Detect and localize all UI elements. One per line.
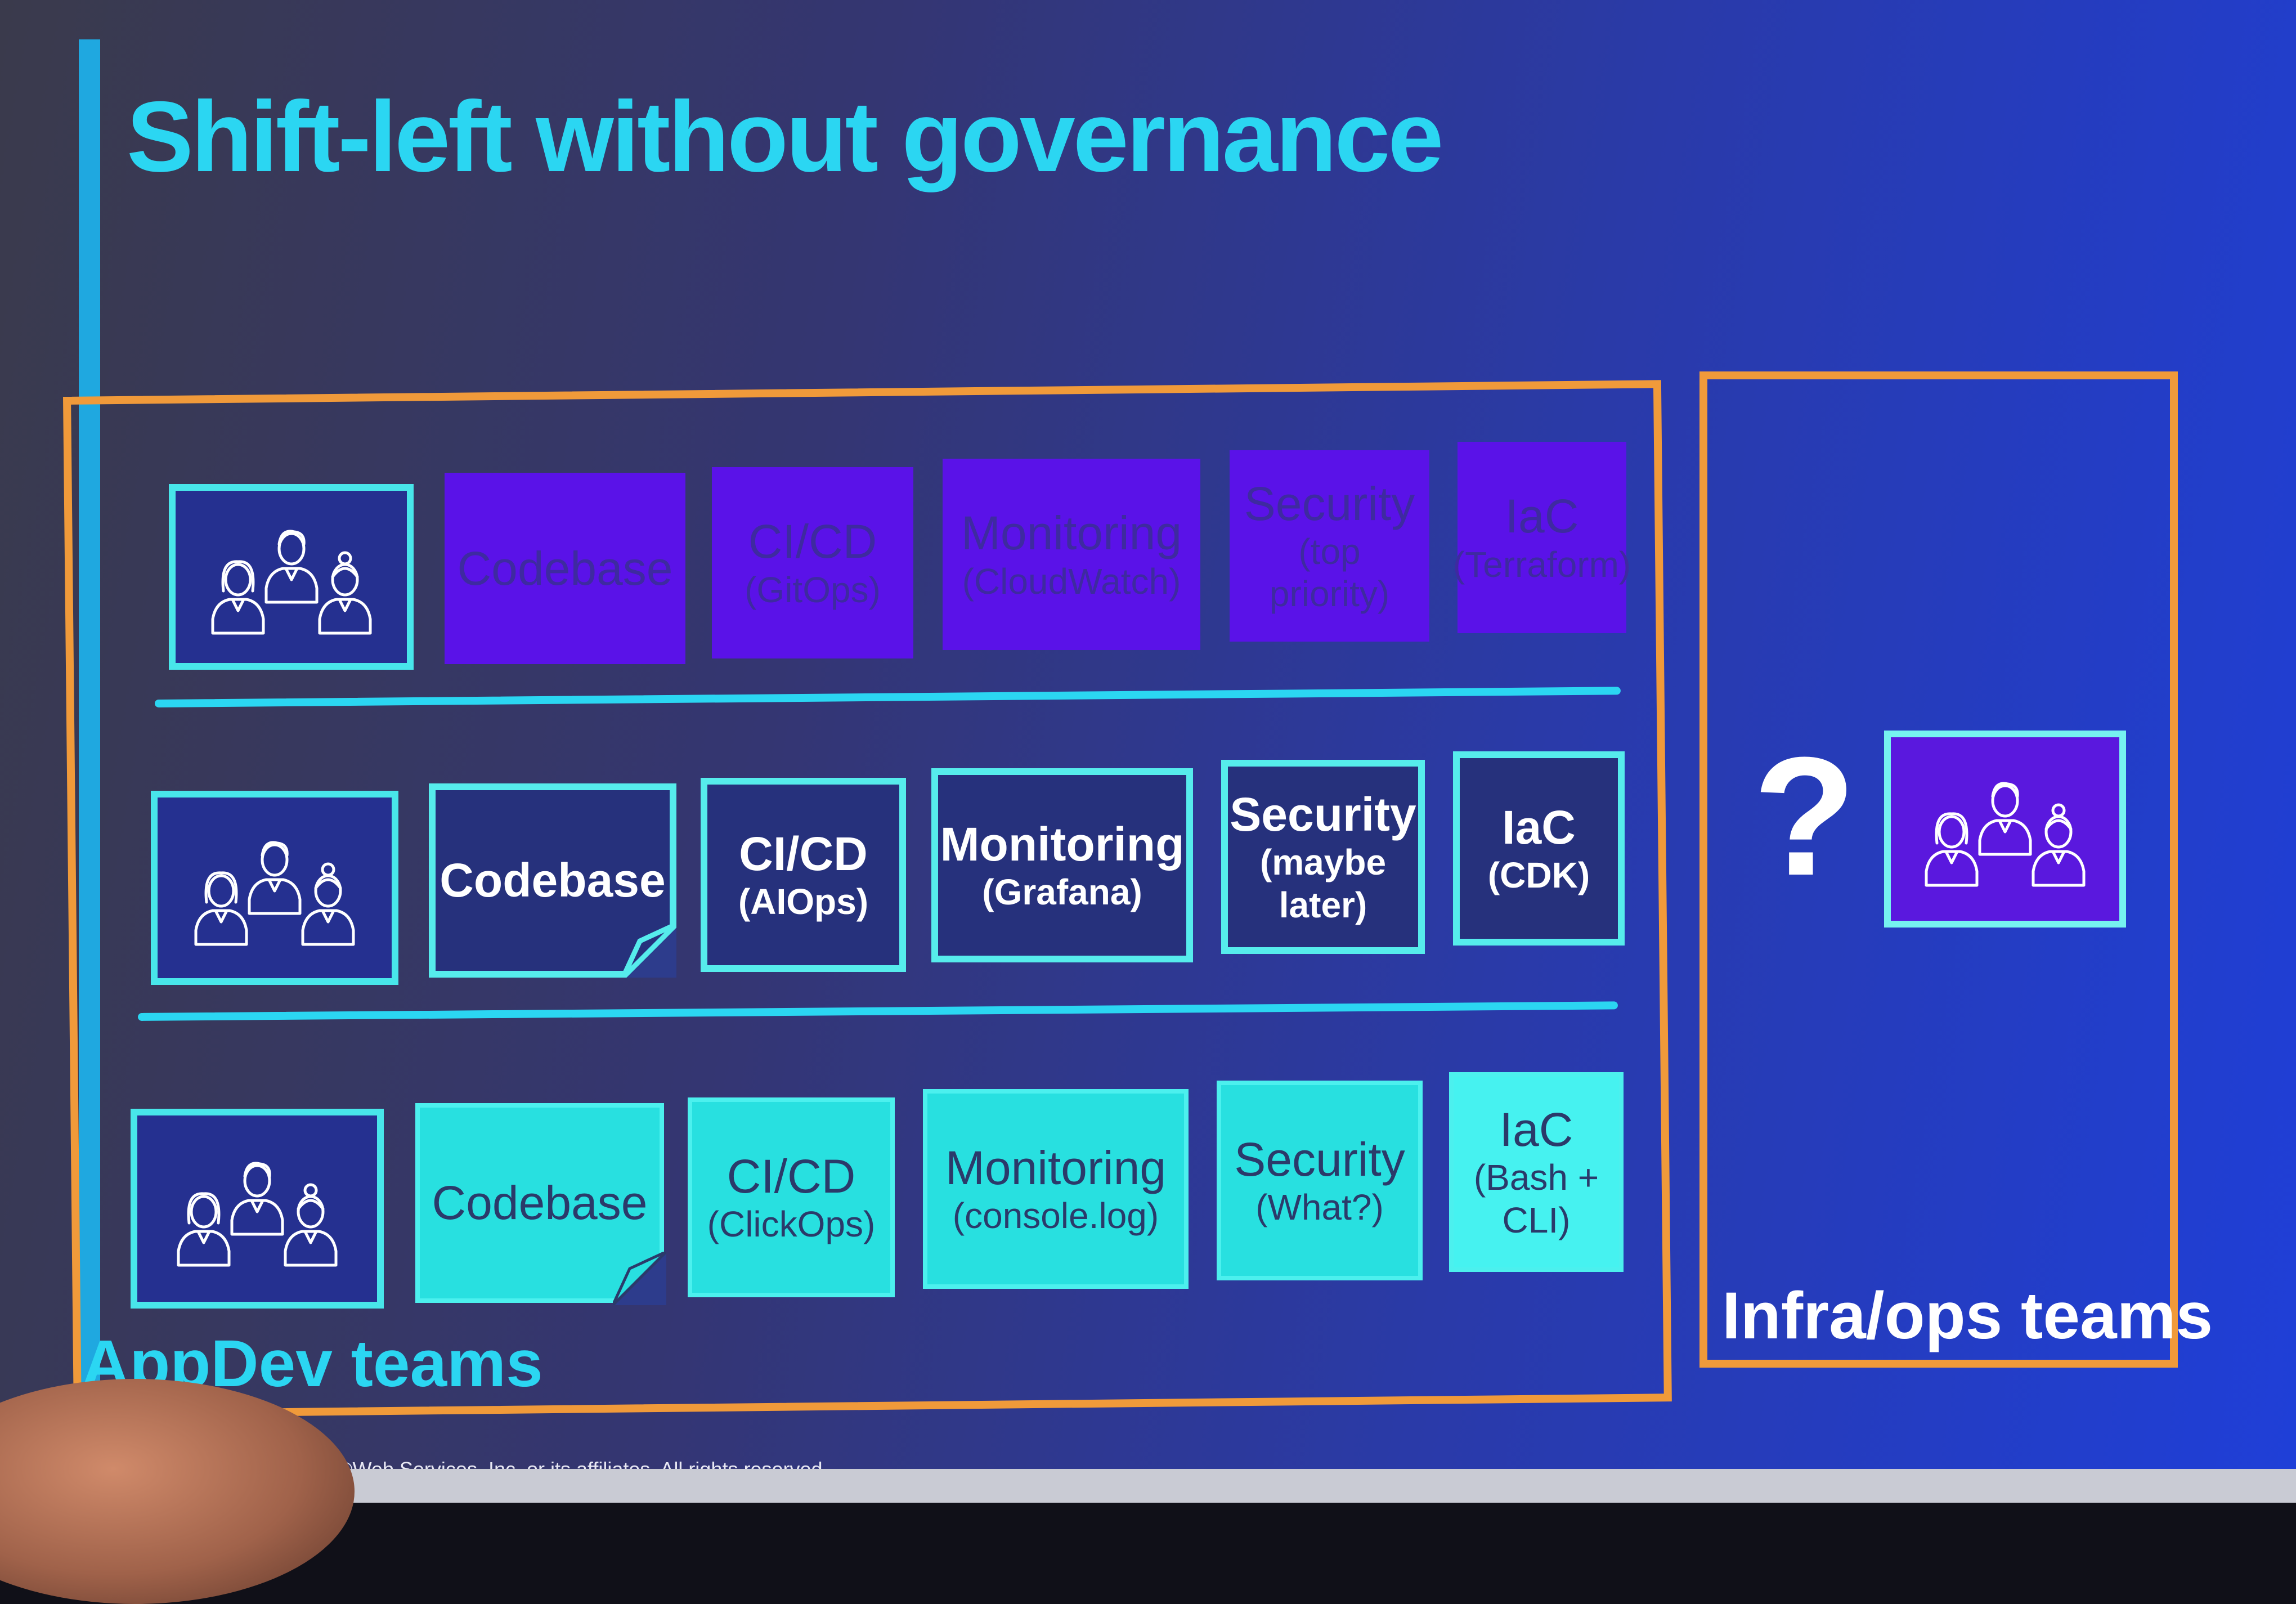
monitoring-card: Monitoring (CloudWatch) — [943, 459, 1200, 650]
cicd-tool: (ClickOps) — [707, 1204, 876, 1244]
monitoring-tool: (console.log) — [952, 1195, 1159, 1236]
monitoring-title: Monitoring — [940, 817, 1185, 871]
codebase-label: Codebase — [440, 854, 666, 907]
cicd-tool: (GitOps) — [745, 569, 881, 610]
monitoring-tool: (Grafana) — [982, 872, 1142, 912]
security-note-line1: (top — [1298, 531, 1361, 572]
security-card: Security (maybe later) — [1221, 760, 1425, 954]
team-people-icon — [131, 1109, 384, 1309]
iac-tool: (CDK) — [1487, 855, 1590, 895]
question-mark: ? — [1753, 722, 1856, 911]
security-note-line2: priority) — [1269, 574, 1390, 615]
iac-tool: (Terraform) — [1452, 544, 1631, 585]
cicd-title: CI/CD — [739, 827, 868, 880]
team-people-icon — [1884, 731, 2126, 928]
codebase-card: Codebase — [429, 783, 676, 978]
team-people-icon — [151, 791, 398, 985]
iac-title: IaC — [1499, 1103, 1573, 1157]
codebase-card: Codebase — [415, 1103, 666, 1305]
security-title: Security — [1244, 477, 1415, 530]
iac-tool-line2: CLI) — [1502, 1199, 1571, 1240]
cicd-tool: (AIOps) — [738, 881, 869, 922]
cicd-title: CI/CD — [727, 1149, 856, 1203]
iac-card: IaC (Terraform) — [1453, 442, 1631, 633]
cicd-card: CI/CD (AIOps) — [701, 778, 906, 972]
monitoring-tool: (CloudWatch) — [962, 561, 1181, 602]
iac-tool-line1: (Bash + — [1473, 1157, 1599, 1198]
security-note-line1: (maybe — [1259, 842, 1387, 883]
iac-card: IaC (CDK) — [1453, 751, 1625, 946]
page-fold-icon — [623, 924, 676, 978]
slide-title: Shift-left without governance — [127, 80, 1443, 192]
screen-bezel — [0, 1469, 2296, 1503]
iac-title: IaC — [1502, 800, 1576, 854]
slide: Shift-left without governance AppDev tea… — [0, 0, 2296, 1498]
codebase-label: Codebase — [432, 1176, 648, 1230]
security-note: (What?) — [1255, 1187, 1384, 1227]
team-people-icon — [169, 484, 414, 670]
security-title: Security — [1230, 788, 1416, 841]
monitoring-title: Monitoring — [961, 507, 1182, 560]
monitoring-card: Monitoring (console.log) — [923, 1089, 1189, 1289]
cicd-card: CI/CD (GitOps) — [712, 467, 913, 658]
security-note-line2: later) — [1279, 884, 1367, 925]
slide-accent-bar — [79, 39, 100, 1441]
security-card: Security (What?) — [1217, 1081, 1423, 1280]
monitoring-title: Monitoring — [945, 1141, 1167, 1194]
cicd-title: CI/CD — [748, 515, 877, 568]
security-card: Security (top priority) — [1230, 450, 1429, 642]
codebase-label: Codebase — [457, 541, 673, 595]
security-title: Security — [1234, 1132, 1405, 1186]
infra-ops-teams-label: Infra/ops teams — [1722, 1279, 2213, 1353]
page-fold-icon — [613, 1252, 666, 1305]
iac-title: IaC — [1505, 490, 1579, 543]
iac-card: IaC (Bash + CLI) — [1449, 1072, 1624, 1272]
infra-ops-teams-frame — [1699, 371, 2178, 1368]
monitoring-card: Monitoring (Grafana) — [931, 768, 1193, 962]
codebase-card: Codebase — [445, 473, 685, 664]
cicd-card: CI/CD (ClickOps) — [688, 1097, 895, 1297]
